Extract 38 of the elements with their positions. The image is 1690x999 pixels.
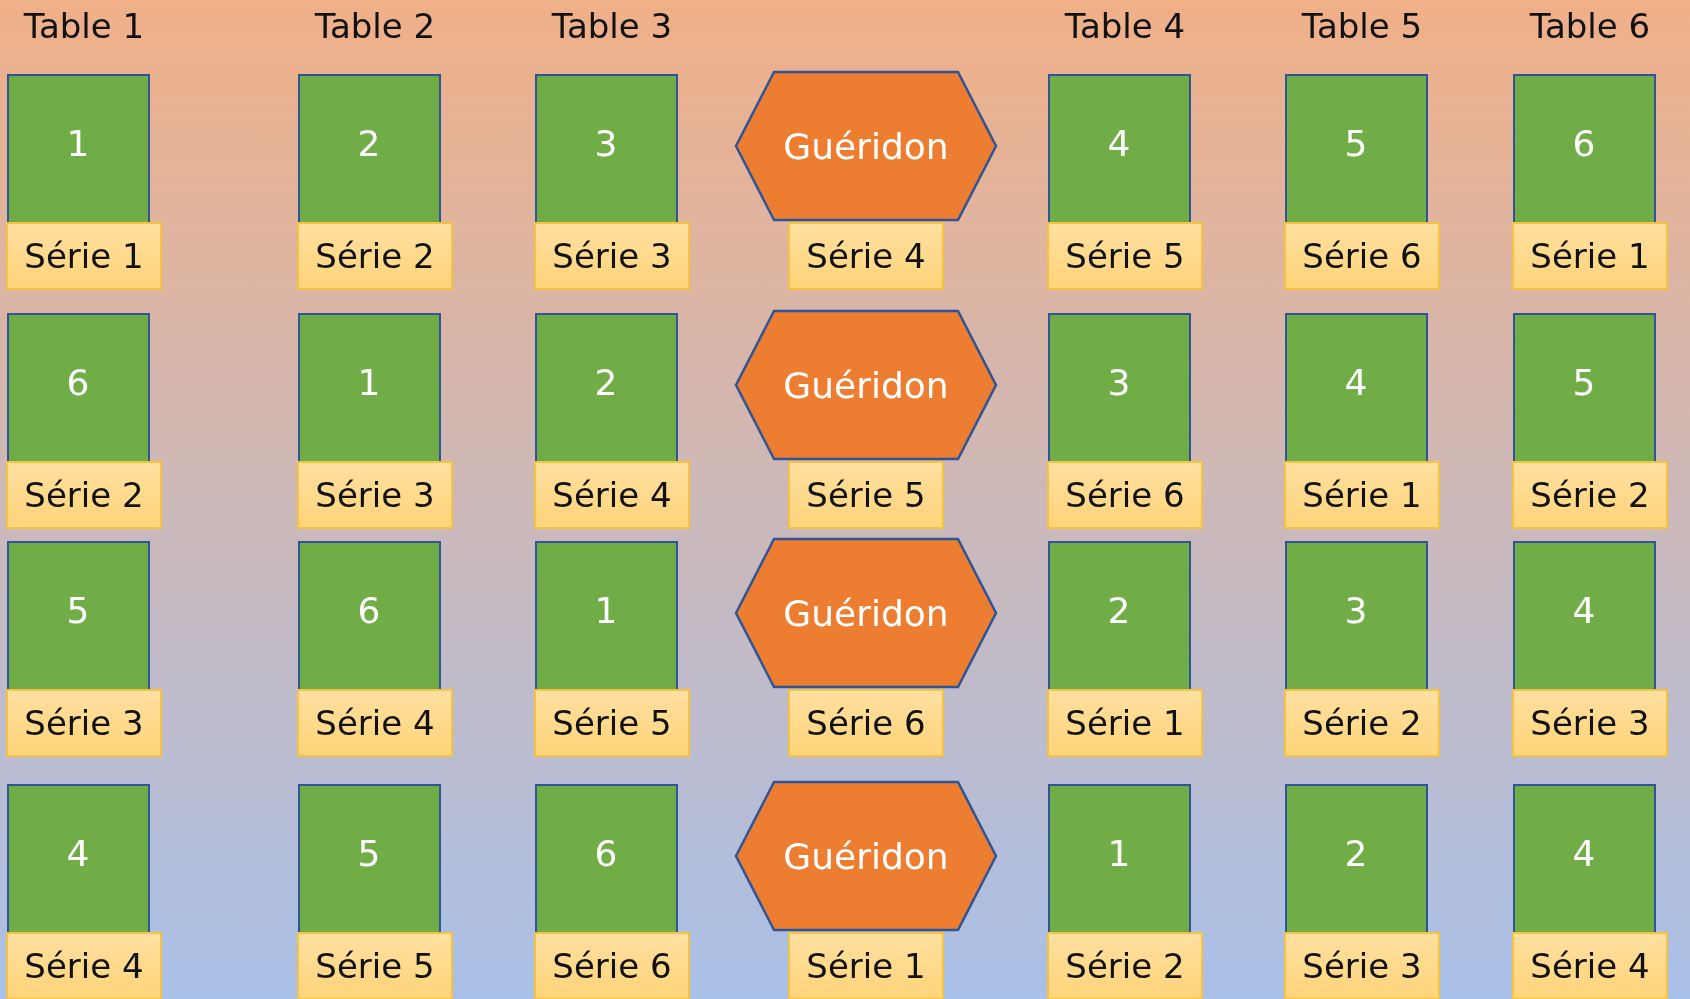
series-label: Série 3 — [1512, 689, 1668, 757]
series-label: Série 2 — [6, 461, 162, 529]
series-label: Série 6 — [534, 932, 690, 999]
series-label: Série 1 — [6, 222, 162, 290]
series-label: Série 2 — [1047, 932, 1203, 999]
series-label: Série 5 — [788, 461, 944, 529]
series-label: Série 3 — [534, 222, 690, 290]
hexagon-table: Guéridon — [734, 309, 998, 461]
column-heading: Table 5 — [1301, 6, 1423, 46]
series-label: Série 4 — [297, 689, 453, 757]
series-label: Série 1 — [1284, 461, 1440, 529]
series-label: Série 3 — [1284, 932, 1440, 999]
series-label: Série 6 — [788, 689, 944, 757]
series-label: Série 4 — [1512, 932, 1668, 999]
series-label: Série 2 — [1284, 689, 1440, 757]
series-label: Série 1 — [1047, 689, 1203, 757]
column-heading: Table 4 — [1064, 6, 1186, 46]
column-heading: Table 3 — [551, 6, 673, 46]
hexagon-table: Guéridon — [734, 780, 998, 932]
series-label: Série 1 — [788, 932, 944, 999]
hexagon-table: Guéridon — [734, 70, 998, 222]
series-label: Série 1 — [1512, 222, 1668, 290]
series-label: Série 5 — [1047, 222, 1203, 290]
column-heading: Table 1 — [23, 6, 145, 46]
series-label: Série 2 — [297, 222, 453, 290]
series-label: Série 4 — [788, 222, 944, 290]
series-label: Série 4 — [6, 932, 162, 999]
column-heading: Table 6 — [1529, 6, 1651, 46]
series-label: Série 3 — [6, 689, 162, 757]
hexagon-table: Guéridon — [734, 537, 998, 689]
series-label: Série 6 — [1047, 461, 1203, 529]
series-label: Série 5 — [534, 689, 690, 757]
column-heading: Table 2 — [314, 6, 436, 46]
series-label: Série 4 — [534, 461, 690, 529]
series-label: Série 2 — [1512, 461, 1668, 529]
series-label: Série 6 — [1284, 222, 1440, 290]
series-label: Série 5 — [297, 932, 453, 999]
series-label: Série 3 — [297, 461, 453, 529]
